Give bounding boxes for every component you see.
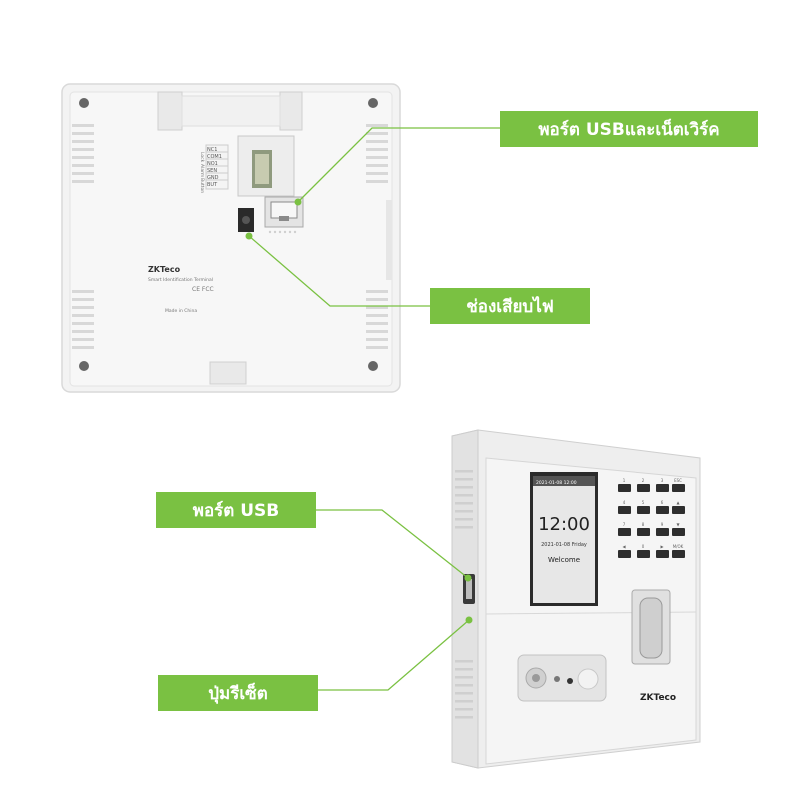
terminal-label: NO1: [207, 161, 218, 167]
key-label: 8: [642, 522, 645, 527]
callout-reset-button: ปุ่มรีเซ็ต: [158, 675, 318, 711]
terminal-label: NC1: [207, 147, 217, 153]
screen-time: 12:00: [538, 514, 590, 535]
screen-date: 2021-01-08 Friday: [541, 542, 587, 548]
terminal-label: GND: [207, 175, 219, 181]
wiring-label-lock: Lock: [199, 152, 205, 163]
back-brand-logo: ZKTeco: [148, 265, 181, 274]
key-label: 1: [623, 478, 626, 483]
key-label: 6: [661, 500, 664, 505]
key-label: M/OK: [673, 544, 684, 549]
key-label: 3: [661, 478, 664, 483]
back-terminal-text: Smart Identification Terminal: [148, 277, 213, 283]
key-label: 5: [642, 500, 645, 505]
terminal-label: BUT: [207, 182, 218, 188]
callout-usb-port: พอร์ต USB: [156, 492, 316, 528]
key-label: 9: [661, 522, 664, 527]
key-label: 7: [623, 522, 626, 527]
key-label: ▲: [676, 500, 680, 505]
connector-dots: [245, 198, 473, 624]
device-front-view: [451, 429, 701, 769]
terminal-label: SEN: [207, 168, 217, 174]
connector-lines: [248, 127, 500, 691]
back-origin-text: Made in China: [165, 308, 197, 314]
back-certifications: CE FCC: [192, 286, 214, 293]
key-label: ▼: [676, 522, 680, 527]
callout-usb-network: พอร์ต USBและเน็ตเวิร์ค: [500, 111, 758, 147]
key-label: 4: [623, 500, 626, 505]
wiring-label-alarm: Alarm: [199, 164, 205, 177]
key-label: ◀: [622, 544, 626, 549]
device-back-panel: [61, 83, 401, 393]
key-label: 2: [642, 478, 645, 483]
front-brand-logo: ZKTeco: [640, 693, 676, 703]
key-label: ESC: [674, 478, 682, 483]
key-label: 0: [642, 544, 645, 549]
callout-power-jack: ช่องเสียบไฟ: [430, 288, 590, 324]
screen-welcome: Welcome: [548, 556, 580, 564]
terminal-label: COM1: [207, 154, 222, 160]
key-label: ▶: [660, 544, 664, 549]
screen-status-bar: 2021-01-08 12:00: [536, 480, 577, 486]
wiring-label-button: Button: [199, 178, 205, 193]
